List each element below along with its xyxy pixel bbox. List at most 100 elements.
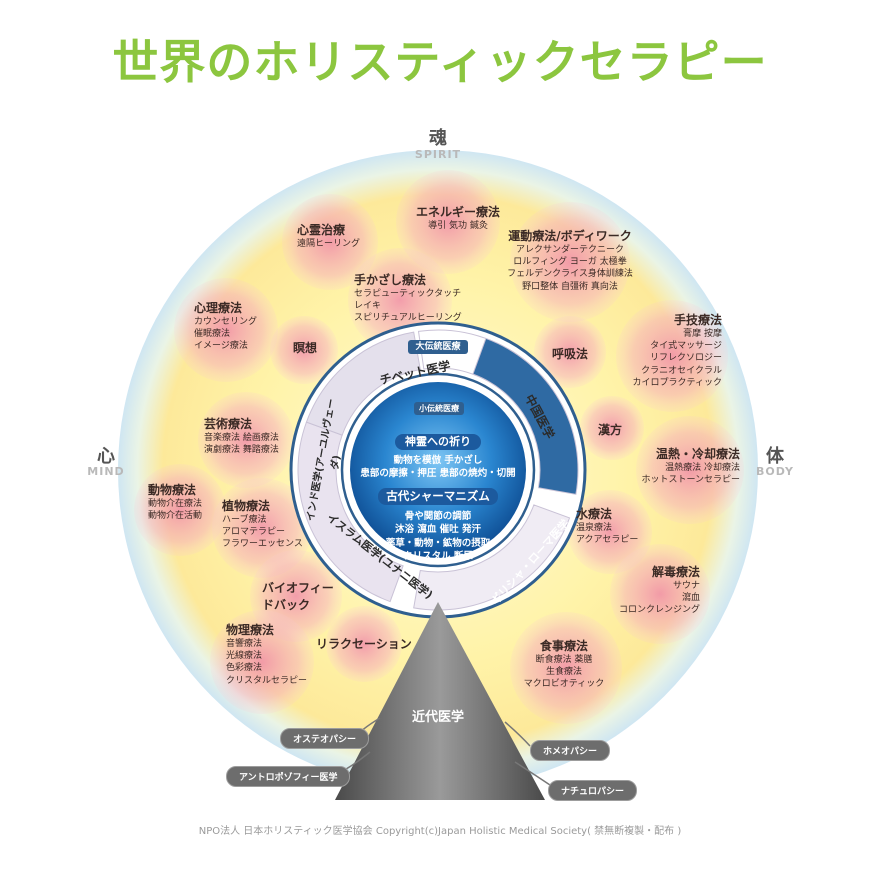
therapy-item: クリスタルセラピー xyxy=(226,675,308,686)
core-line: 骨や関節の調節 xyxy=(404,511,472,522)
therapy-item: ハーブ療法 xyxy=(222,515,267,526)
therapy-item: 断食療法 薬膳 xyxy=(535,655,593,666)
therapy-title: バイオフィードバック xyxy=(262,581,334,612)
therapy-item: 光線療法 xyxy=(226,651,263,662)
therapy-item: コロンクレンジング xyxy=(618,605,700,616)
therapy-hydro: 水療法 温泉療法 アクアセラピー xyxy=(576,506,638,546)
therapy-biofeedback: バイオフィードバック xyxy=(262,580,342,614)
core-line: 薬草・動物・鉱物の摂取 xyxy=(385,537,491,549)
therapy-petal xyxy=(510,202,630,322)
therapy-title: エネルギー療法 xyxy=(416,205,501,219)
therapy-thermal: 温熱・冷却療法 温熱療法 冷却療法 ホットストーンセラピー xyxy=(640,446,740,486)
small-tradition-label: 小伝統医療 xyxy=(414,402,464,415)
therapy-item: アロマテラピー xyxy=(222,527,286,538)
therapy-psychotherapy: 心理療法 カウンセリング 催眠療法 イメージ療法 xyxy=(194,300,257,353)
therapy-petal xyxy=(174,278,278,382)
core-block2: 骨や関節の調節 沐浴 瀉血 催吐 発汗 薬草・動物・鉱物の摂取 クリスタル 断尿 xyxy=(356,510,520,563)
therapy-animal: 動物療法 動物介在療法 動物介在活動 xyxy=(148,482,202,522)
therapy-petal xyxy=(210,610,314,714)
therapy-item: 動物介在活動 xyxy=(148,511,203,522)
therapy-item: セラピューティックタッチ xyxy=(354,289,462,300)
petal-layer xyxy=(134,170,744,724)
therapy-diet: 食事療法 断食療法 薬膳 生食療法 マクロビオティック xyxy=(512,638,616,691)
therapy-relaxation: リラクセーション xyxy=(316,636,412,652)
therapy-title: 芸術療法 xyxy=(204,417,253,431)
therapy-title: 心霊治療 xyxy=(297,223,346,237)
therapy-title: 瞑想 xyxy=(293,341,318,355)
therapy-item: フラワーエッセンス xyxy=(222,539,303,550)
therapy-title: 手技療法 xyxy=(673,313,722,327)
therapy-item: ホットストーンセラピー xyxy=(641,475,740,486)
therapy-petal xyxy=(610,544,710,644)
therapy-title: 動物療法 xyxy=(148,483,197,497)
therapy-item: 音楽療法 絵画療法 xyxy=(204,433,279,444)
therapy-item: 音響療法 xyxy=(226,639,263,650)
therapy-item: 遠隔ヒーリング xyxy=(297,239,361,250)
great-tradition-label: 大伝統医療 xyxy=(408,340,468,354)
axis-body-jp: 体 xyxy=(766,446,784,467)
modern-medicine-cone xyxy=(335,602,545,800)
therapy-item: マクロビオティック xyxy=(523,679,605,690)
therapy-item: フェルデンクライス身体訓練法 xyxy=(507,269,633,280)
axis-spirit-en: SPIRIT xyxy=(414,148,462,161)
therapy-psychic-healing: 心霊治療 遠隔ヒーリング xyxy=(297,222,360,250)
therapy-item: スピリチュアルヒーリング xyxy=(354,313,462,324)
copyright-footer: NPO法人 日本ホリスティック医学協会 Copyright(c)Japan Ho… xyxy=(198,826,682,837)
therapy-kampo: 漢方 xyxy=(598,422,622,438)
therapy-item: 色彩療法 xyxy=(226,663,263,674)
therapy-petal xyxy=(636,416,744,524)
therapy-item: 催眠療法 xyxy=(194,329,231,340)
core-line: 患部の摩擦・押圧 患部の焼灼・切開 xyxy=(360,468,516,480)
axis-body-en: BODY xyxy=(755,465,795,478)
core-block1-title: 神霊への祈り xyxy=(395,434,481,450)
therapy-item: 動物介在療法 xyxy=(148,499,203,510)
therapy-title: 植物療法 xyxy=(222,499,271,513)
therapy-title: 水療法 xyxy=(576,507,613,521)
branch-arrow-naturopathy xyxy=(514,761,551,786)
core-block1: 動物を模倣 手かざし 患部の摩擦・押圧 患部の焼灼・切開 xyxy=(346,454,530,481)
therapy-meditation: 瞑想 xyxy=(293,340,317,356)
page-title: 世界のホリスティックセラピー xyxy=(112,35,768,89)
therapy-title: リラクセーション xyxy=(316,637,412,651)
therapy-hand-healing: 手かざし療法 セラピューティックタッチ レイキ スピリチュアルヒーリング xyxy=(354,272,462,325)
core-line: 動物を模倣 手かざし xyxy=(393,455,483,466)
therapy-plant: 植物療法 ハーブ療法 アロマテラピー フラワーエッセンス xyxy=(222,498,303,551)
therapy-energy: エネルギー療法 導引 気功 鍼灸 xyxy=(416,204,500,232)
therapy-item: 導引 気功 鍼灸 xyxy=(428,221,488,232)
therapy-petal xyxy=(270,316,338,384)
therapy-item: 瀉血 xyxy=(681,593,700,604)
therapy-title: 手かざし療法 xyxy=(354,273,427,287)
therapy-manual: 手技療法 膏摩 按摩 タイ式マッサージ リフレクソロジー クラニオセイクラル カ… xyxy=(622,312,722,389)
axis-mind-en: MIND xyxy=(87,465,125,478)
therapy-title: 漢方 xyxy=(598,423,623,437)
branch-anthroposophy: アントロポゾフィー医学 xyxy=(226,766,351,787)
core-block2-title: 古代シャーマニズム xyxy=(378,488,498,505)
therapy-title: 食事療法 xyxy=(539,639,588,653)
therapy-breathing: 呼吸法 xyxy=(552,346,588,362)
therapy-item: タイ式マッサージ xyxy=(650,341,722,352)
tradition-segment xyxy=(305,331,421,436)
therapy-item: レイキ xyxy=(354,301,382,312)
therapy-petal xyxy=(282,194,378,290)
axis-spirit-jp: 魂 xyxy=(429,128,447,149)
axis-mind-jp: 心 xyxy=(97,446,115,467)
therapy-petal xyxy=(198,392,294,488)
therapy-petal xyxy=(616,300,728,412)
therapy-item: リフレクソロジー xyxy=(649,353,722,364)
therapy-petal xyxy=(510,612,622,724)
branch-naturopathy: ナチュロパシー xyxy=(548,780,638,801)
therapy-petal xyxy=(568,490,652,574)
therapy-title: 物理療法 xyxy=(226,623,275,637)
core-line: クリスタル 断尿 xyxy=(403,550,473,562)
therapy-item: ロルフィング ヨーガ 太極拳 xyxy=(513,257,627,268)
therapy-petal xyxy=(326,606,402,682)
therapy-petal xyxy=(580,396,644,460)
therapy-title: 温熱・冷却療法 xyxy=(655,447,740,461)
tradition-segment xyxy=(413,504,571,611)
tradition-segments xyxy=(297,329,579,611)
therapy-item: 温熱療法 冷却療法 xyxy=(665,463,740,474)
therapy-item: 演劇療法 舞踏療法 xyxy=(204,445,279,456)
therapy-item: 温泉療法 xyxy=(576,523,613,534)
